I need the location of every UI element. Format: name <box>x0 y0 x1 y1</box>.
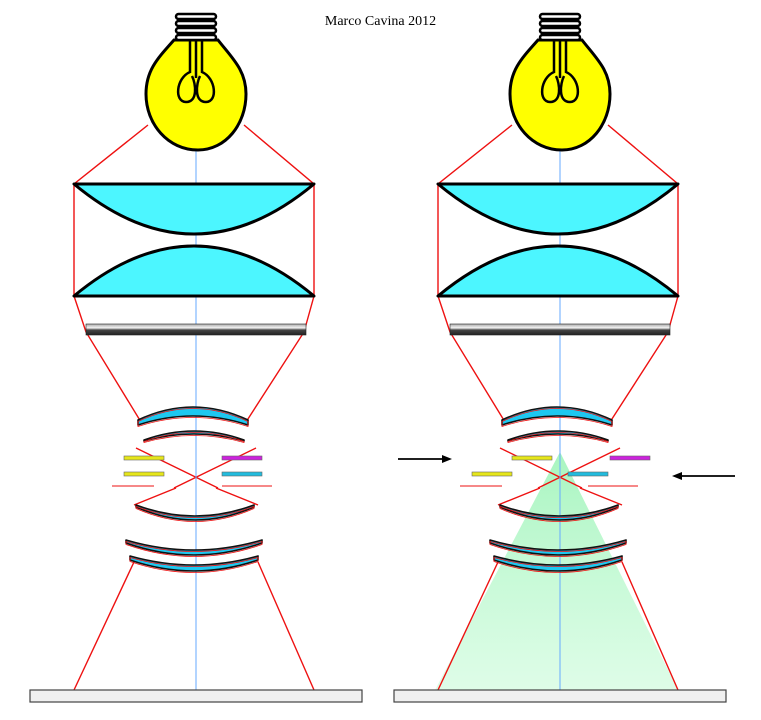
filter-magenta <box>221 455 263 461</box>
lens-element-1-edge <box>137 408 249 428</box>
negative-carrier <box>85 323 307 336</box>
lens-element-5 <box>129 555 259 572</box>
lens-element-2-edge <box>507 432 609 444</box>
filter-yellow-upper <box>123 455 165 461</box>
filter-yellow-lower <box>471 471 513 477</box>
condenser-lens-lower <box>436 244 680 298</box>
panel-left <box>29 12 363 703</box>
ray-cross-a <box>499 447 583 489</box>
lens-element-4 <box>125 539 263 556</box>
light-bulb-icon <box>508 12 612 152</box>
bulb-thread <box>174 33 218 42</box>
panel-right <box>393 12 727 703</box>
filter-magenta <box>609 455 651 461</box>
ray-cross-a <box>135 447 219 489</box>
negative-carrier <box>449 323 671 336</box>
ray-right-lower <box>257 561 315 691</box>
ray-cross-b <box>173 447 257 489</box>
filter-yellow-upper <box>511 455 553 461</box>
filter-yellow-lower <box>123 471 165 477</box>
lens-element-2-edge <box>143 432 245 444</box>
bulb-glass <box>508 38 612 152</box>
ray-left-lower <box>437 561 499 691</box>
lens-element-2 <box>143 430 245 442</box>
lens-element-1-edge <box>501 408 613 428</box>
light-bulb-icon <box>144 12 248 152</box>
bulb-thread <box>538 33 582 42</box>
bulb-thread <box>174 12 218 21</box>
filter-cyan <box>221 471 263 477</box>
baseboard <box>29 689 363 703</box>
condenser-lens-upper <box>436 182 680 236</box>
bulb-thread <box>538 26 582 35</box>
bulb-thread <box>174 26 218 35</box>
baseboard <box>393 689 727 703</box>
bulb-thread <box>538 19 582 28</box>
condenser-lens-lower <box>72 244 316 298</box>
arrow-right-icon <box>442 455 452 463</box>
lens-element-2 <box>507 430 609 442</box>
ray-right-lower <box>621 561 679 691</box>
bulb-thread <box>174 19 218 28</box>
lens-element-4-edge <box>489 540 627 557</box>
lens-element-3-edge <box>135 505 255 522</box>
ray-left-lower <box>73 561 135 691</box>
author-credit: Marco Cavina 2012 <box>324 14 437 29</box>
lens-element-4-edge <box>125 540 263 557</box>
condenser-lens-upper <box>72 182 316 236</box>
bulb-glass <box>144 38 248 152</box>
bulb-filament <box>541 40 579 104</box>
bulb-thread <box>538 12 582 21</box>
ray-diverge-b <box>215 487 259 506</box>
lens-element-5-edge <box>493 556 623 573</box>
lens-element-3-edge <box>499 505 619 522</box>
bulb-filament <box>177 40 215 104</box>
ray-diverge-b <box>579 487 623 506</box>
ray-cross-b <box>537 447 621 489</box>
arrow-left-icon <box>672 472 682 480</box>
ray-diverge-a <box>497 487 541 506</box>
ray-diverge-a <box>133 487 177 506</box>
lens-element-5-edge <box>129 556 259 573</box>
filter-cyan <box>567 471 609 477</box>
